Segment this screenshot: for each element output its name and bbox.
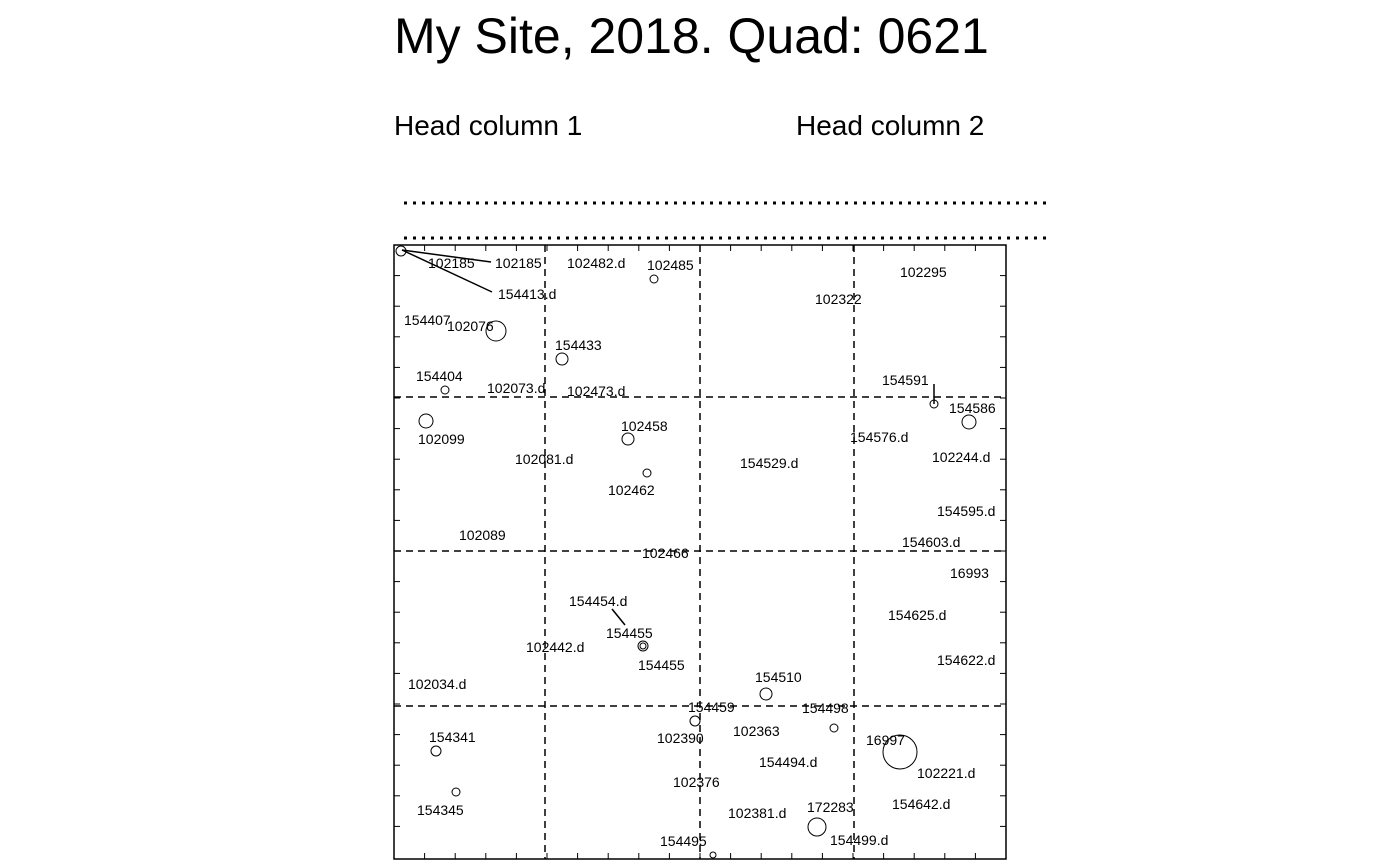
specimen-label: 154454.d	[569, 593, 627, 609]
specimen-label: 154459	[688, 699, 735, 715]
specimen-circle	[689, 715, 701, 727]
specimen-label: 154498	[802, 700, 849, 716]
specimen-label: 154642.d	[892, 796, 950, 812]
leader-lines	[401, 249, 935, 626]
specimen-label: 102099	[418, 431, 465, 447]
specimen-circle	[807, 817, 827, 837]
specimen-label: 102376	[673, 774, 720, 790]
specimen-label: 102390	[657, 730, 704, 746]
specimen-label: 102081.d	[515, 451, 573, 467]
specimen-circle	[829, 723, 839, 733]
specimen-label: 102485	[647, 257, 694, 273]
specimen-label: 154341	[429, 729, 476, 745]
specimen-circle	[882, 734, 918, 770]
leader-line	[401, 249, 492, 263]
frame-ticks	[394, 245, 1006, 859]
specimen-label: 102442.d	[526, 639, 584, 655]
specimen-circle	[451, 787, 461, 797]
specimen-circle	[430, 745, 442, 757]
specimen-label: 102185	[495, 255, 542, 271]
specimen-label: 154413.d	[498, 286, 556, 302]
specimen-label: 154455	[638, 657, 685, 673]
specimen-label: 154407	[404, 312, 451, 328]
specimen-circle	[649, 274, 659, 284]
specimen-label: 102295	[900, 264, 947, 280]
specimen-circle	[395, 245, 407, 257]
specimen-label: 172283	[807, 799, 854, 815]
quad-grid	[394, 245, 1006, 859]
specimen-label: 154345	[417, 802, 464, 818]
specimen-circle	[639, 642, 647, 650]
leader-line	[611, 608, 626, 626]
specimen-label: 154576.d	[850, 429, 908, 445]
leader-line	[401, 249, 493, 293]
specimen-label: 154494.d	[759, 754, 817, 770]
specimen-label: 102482.d	[567, 255, 625, 271]
specimen-label: 154595.d	[937, 503, 995, 519]
specimen-label: 154622.d	[937, 652, 995, 668]
specimen-label: 102073.d	[487, 380, 545, 396]
specimen-circles	[395, 245, 977, 859]
specimen-label: 154586	[949, 400, 996, 416]
specimen-label: 102185	[428, 255, 475, 271]
head-column-1: Head column 1	[394, 110, 583, 141]
specimen-label: 102466	[642, 545, 689, 561]
specimen-label: 154603.d	[902, 534, 960, 550]
specimen-circle	[637, 640, 649, 652]
specimen-label: 102221.d	[917, 765, 975, 781]
specimen-label: 16997	[866, 732, 905, 748]
specimen-label: 154625.d	[888, 607, 946, 623]
specimen-circle	[440, 385, 450, 395]
specimen-label: 16993	[950, 565, 989, 581]
specimen-label: 154404	[416, 368, 463, 384]
specimen-label: 154510	[755, 669, 802, 685]
specimen-circle	[621, 432, 635, 446]
specimen-label: 102089	[459, 527, 506, 543]
specimen-circle	[961, 414, 977, 430]
specimen-label: 102034.d	[408, 676, 466, 692]
specimen-label: 102458	[621, 418, 668, 434]
page-title: My Site, 2018. Quad: 0621	[394, 8, 989, 64]
specimen-label: 154495	[660, 833, 707, 849]
specimen-labels: 102185 102185 102482.d 102485 102295 154413.d…	[404, 255, 996, 849]
specimen-label: 102473.d	[567, 383, 625, 399]
specimen-circle	[418, 413, 434, 429]
specimen-circle	[485, 320, 507, 342]
specimen-label: 154455	[606, 625, 653, 641]
specimen-label: 154591	[882, 372, 929, 388]
head-column-2: Head column 2	[796, 110, 985, 141]
specimen-circle	[929, 399, 939, 409]
specimen-circle	[555, 352, 569, 366]
specimen-label: 102244.d	[932, 449, 990, 465]
specimen-label: 154499.d	[830, 832, 888, 848]
specimen-label: 154433	[555, 337, 602, 353]
specimen-label: 102076	[447, 318, 494, 334]
specimen-circle	[642, 468, 652, 478]
specimen-label: 102462	[608, 482, 655, 498]
specimen-label: 102363	[733, 723, 780, 739]
specimen-label: 102322	[815, 291, 862, 307]
specimen-label: 154529.d	[740, 455, 798, 471]
specimen-circle	[759, 687, 773, 701]
specimen-circle	[709, 851, 717, 859]
specimen-label: 102381.d	[728, 805, 786, 821]
